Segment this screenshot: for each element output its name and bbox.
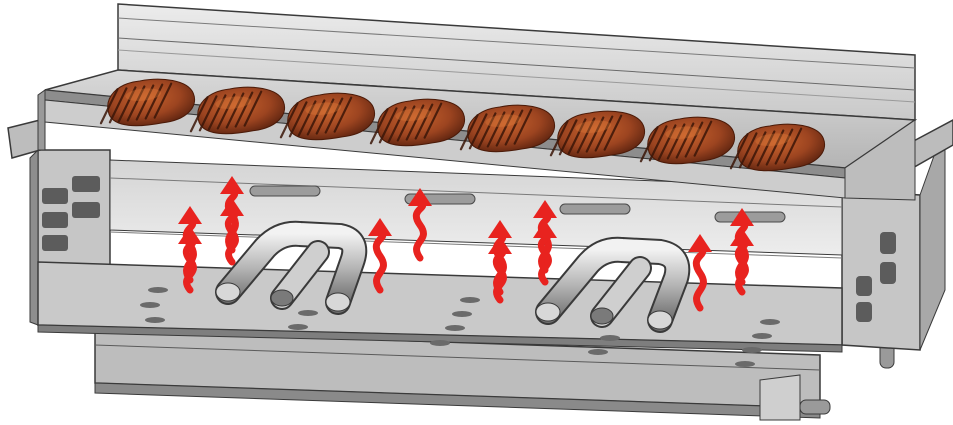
grill-illustration: [0, 0, 953, 425]
grill-diagram: [0, 0, 953, 425]
